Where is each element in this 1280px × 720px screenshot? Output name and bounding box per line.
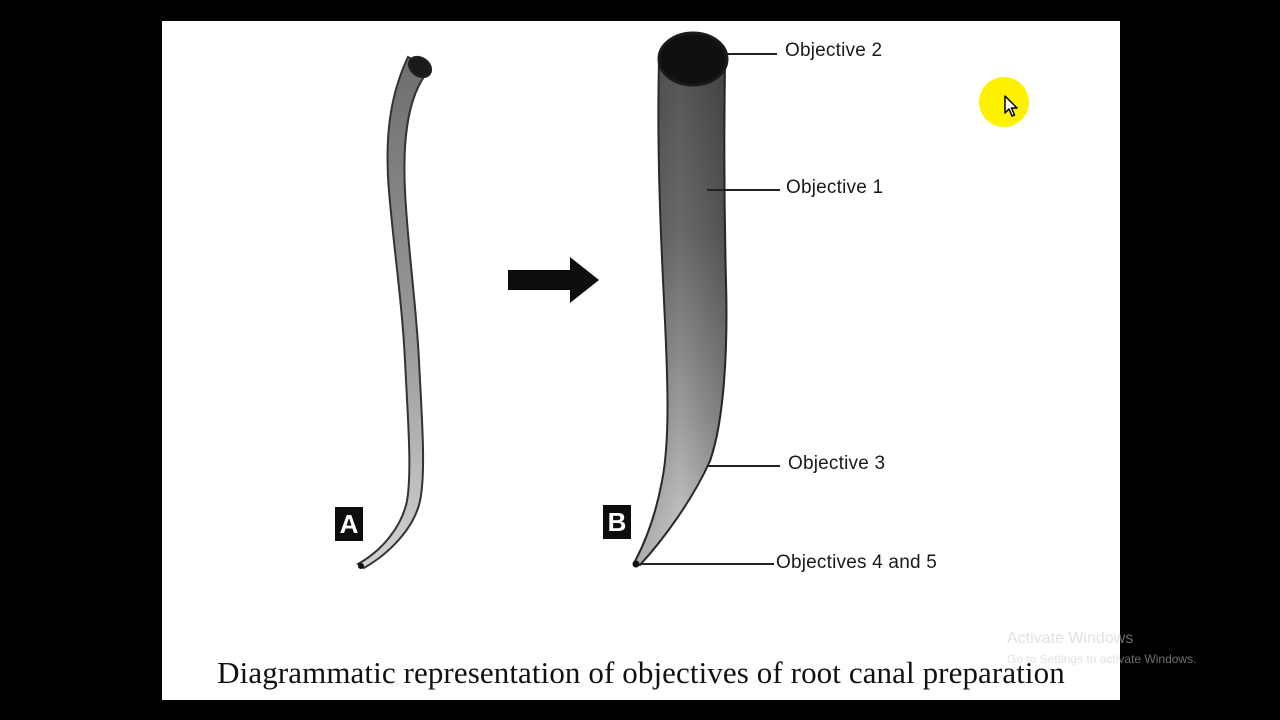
canal-b [632,31,729,568]
watermark-title: Activate Windows [1007,630,1134,647]
panel-label-b: B [603,505,631,539]
figure-caption: Diagrammatic representation of objective… [217,655,1065,690]
watermark-subtitle: Go to Settings to activate Windows. [1007,652,1197,666]
leader-lines [640,53,780,565]
panel-label-a: A [335,507,363,541]
slide: Objective 2 Objective 1 Objective 3 Obje… [162,21,1120,700]
activate-windows-watermark: Activate Windows Go to Settings to activ… [1007,630,1196,666]
right-arrow-icon [508,257,599,303]
canal-a [356,55,433,570]
diagram-artwork [356,31,780,570]
label-objective-1: Objective 1 [786,177,884,198]
label-objective-3: Objective 3 [788,453,886,474]
label-objectives-4-and-5: Objectives 4 and 5 [776,552,937,573]
label-objective-2: Objective 2 [785,40,883,61]
mouse-pointer-icon [979,77,1029,127]
